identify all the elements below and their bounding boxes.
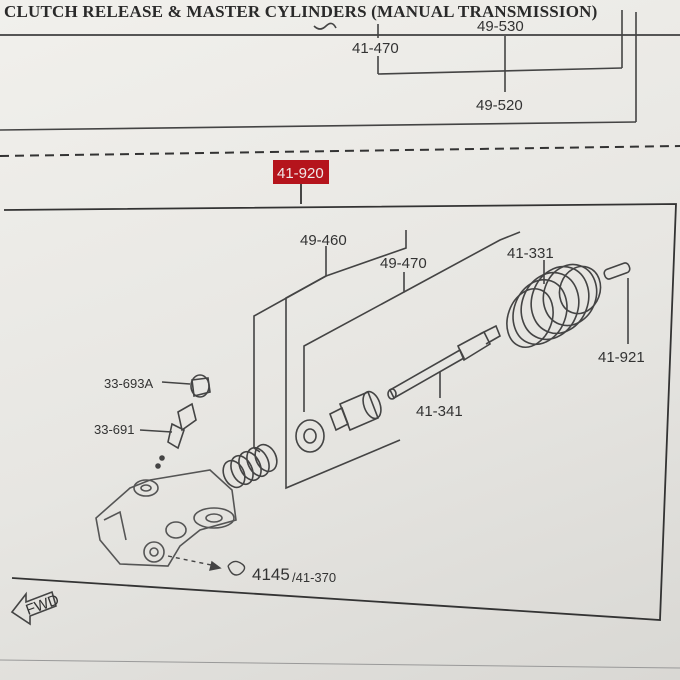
page-bottom-edge xyxy=(0,659,680,669)
return-spring xyxy=(222,443,278,489)
bracket-horizontal xyxy=(377,67,623,75)
title-divider xyxy=(0,34,680,36)
hose-fitting xyxy=(167,555,246,576)
bracket-top-link xyxy=(325,230,407,277)
label-49-460: 49-460 xyxy=(300,232,347,249)
upper-section xyxy=(0,10,637,131)
bracket-49-470 xyxy=(303,272,405,412)
label-4145: 4145 xyxy=(252,565,290,584)
label-41-921: 41-921 xyxy=(598,349,645,366)
label-41-331: 41-331 xyxy=(507,245,554,262)
assembly-frame xyxy=(3,203,677,621)
pushrod-41-341 xyxy=(387,324,502,400)
label-33-691: 33-691 xyxy=(94,422,134,437)
pin-41-921 xyxy=(603,262,631,344)
assembly-label-text: 41-920 xyxy=(277,165,324,182)
label-41-341: 41-341 xyxy=(416,403,463,420)
hose-dashed-line xyxy=(167,555,217,567)
upper-box-bottom xyxy=(0,121,637,131)
label-49-470: 49-470 xyxy=(380,255,427,272)
section-dashed-divider xyxy=(0,145,680,157)
partial-fitting-shape xyxy=(313,22,337,30)
label-41-470: 41-470 xyxy=(352,40,399,57)
bracket-49-460-right xyxy=(285,275,401,490)
piston-assembly xyxy=(295,390,382,453)
assembly-label-highlight xyxy=(273,160,329,184)
leader-33-693A xyxy=(161,381,191,385)
label-49-520: 49-520 xyxy=(476,97,523,114)
bleeder-parts xyxy=(139,374,211,469)
bracket-49-470-top xyxy=(403,231,521,293)
label-49-530: 49-530 xyxy=(477,18,524,35)
fwd-arrow-icon xyxy=(10,590,57,626)
release-cylinder-body xyxy=(95,469,237,567)
label-41-370: /41-370 xyxy=(292,570,336,585)
label-33-693A: 33-693A xyxy=(104,376,153,391)
boot-41-331 xyxy=(506,260,602,348)
fwd-label: FWD xyxy=(24,591,62,619)
page-title: CLUTCH RELEASE & MASTER CYLINDERS (MANUA… xyxy=(4,2,598,21)
assembly-label-41-920[interactable]: 41-920 xyxy=(273,160,329,184)
leader-33-691 xyxy=(139,429,173,433)
fitting-shape xyxy=(227,560,246,576)
